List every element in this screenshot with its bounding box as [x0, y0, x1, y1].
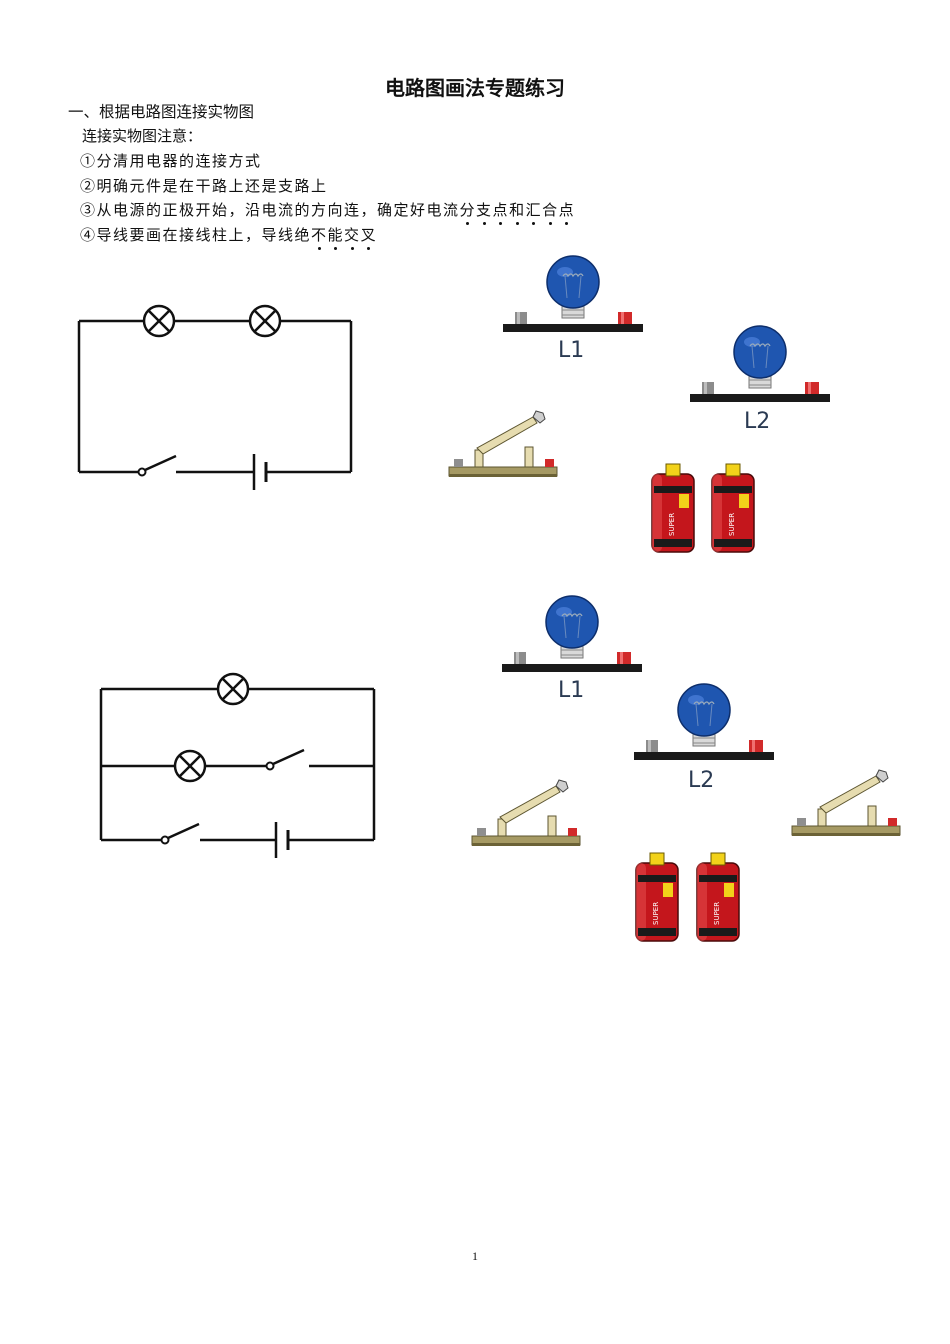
lamp-symbol-3 [216, 672, 250, 706]
note-3-text: ③从电源的正极开始，沿电流的方向连，确定好电流 [80, 201, 460, 219]
lamp-symbol-1 [142, 304, 176, 338]
battery-4 [696, 852, 740, 942]
circuit-diagram-1 [77, 319, 353, 490]
physical-components-1: L1 L2 [448, 255, 831, 553]
bulb-l2-label: L2 [744, 409, 770, 434]
note-4-emphasis: 不能交叉 [311, 226, 378, 250]
note-1-text: ①分清用电器的连接方式 [80, 152, 262, 170]
switch-symbol [137, 454, 178, 477]
battery-2 [711, 463, 755, 553]
section-heading: 一、根据电路图连接实物图 [68, 103, 255, 121]
bulb-l2 [689, 325, 831, 403]
physical-components-2: L1 L2 [471, 595, 901, 942]
page-title: 电路图画法专题练习 [385, 76, 565, 100]
note-2: ②明确元件是在干路上还是支路上 [80, 175, 328, 196]
page-number: 1 [472, 1249, 478, 1263]
bulb-l1 [502, 255, 644, 333]
lamp-symbol-2 [248, 304, 282, 338]
note-2-text: ②明确元件是在干路上还是支路上 [80, 177, 328, 195]
knife-switch-3 [791, 769, 901, 837]
knife-switch-2 [471, 779, 581, 847]
switch-symbol-2 [265, 748, 306, 771]
notes-heading: 连接实物图注意： [82, 127, 203, 145]
note-3: ③从电源的正极开始，沿电流的方向连，确定好电流分支点和汇合点 [80, 199, 576, 225]
lamp-symbol-4 [173, 749, 207, 783]
switch-symbol-3 [160, 822, 201, 845]
bulb-l2-b [633, 683, 775, 761]
bulb-l1-label: L1 [558, 338, 584, 363]
circuit-diagram-2 [99, 687, 376, 858]
bulb-l1-b-label: L1 [558, 678, 584, 703]
battery-1 [651, 463, 695, 553]
note-4: ④导线要画在接线柱上，导线绝不能交叉 [80, 224, 378, 250]
note-3-emphasis: 分支点和汇合点 [459, 201, 576, 225]
bulb-l1-b [501, 595, 643, 673]
battery-3 [635, 852, 679, 942]
note-4-text: ④导线要画在接线柱上，导线绝 [80, 226, 312, 244]
bulb-l2-b-label: L2 [688, 768, 714, 793]
note-1: ①分清用电器的连接方式 [80, 150, 262, 171]
knife-switch-1 [448, 410, 558, 478]
